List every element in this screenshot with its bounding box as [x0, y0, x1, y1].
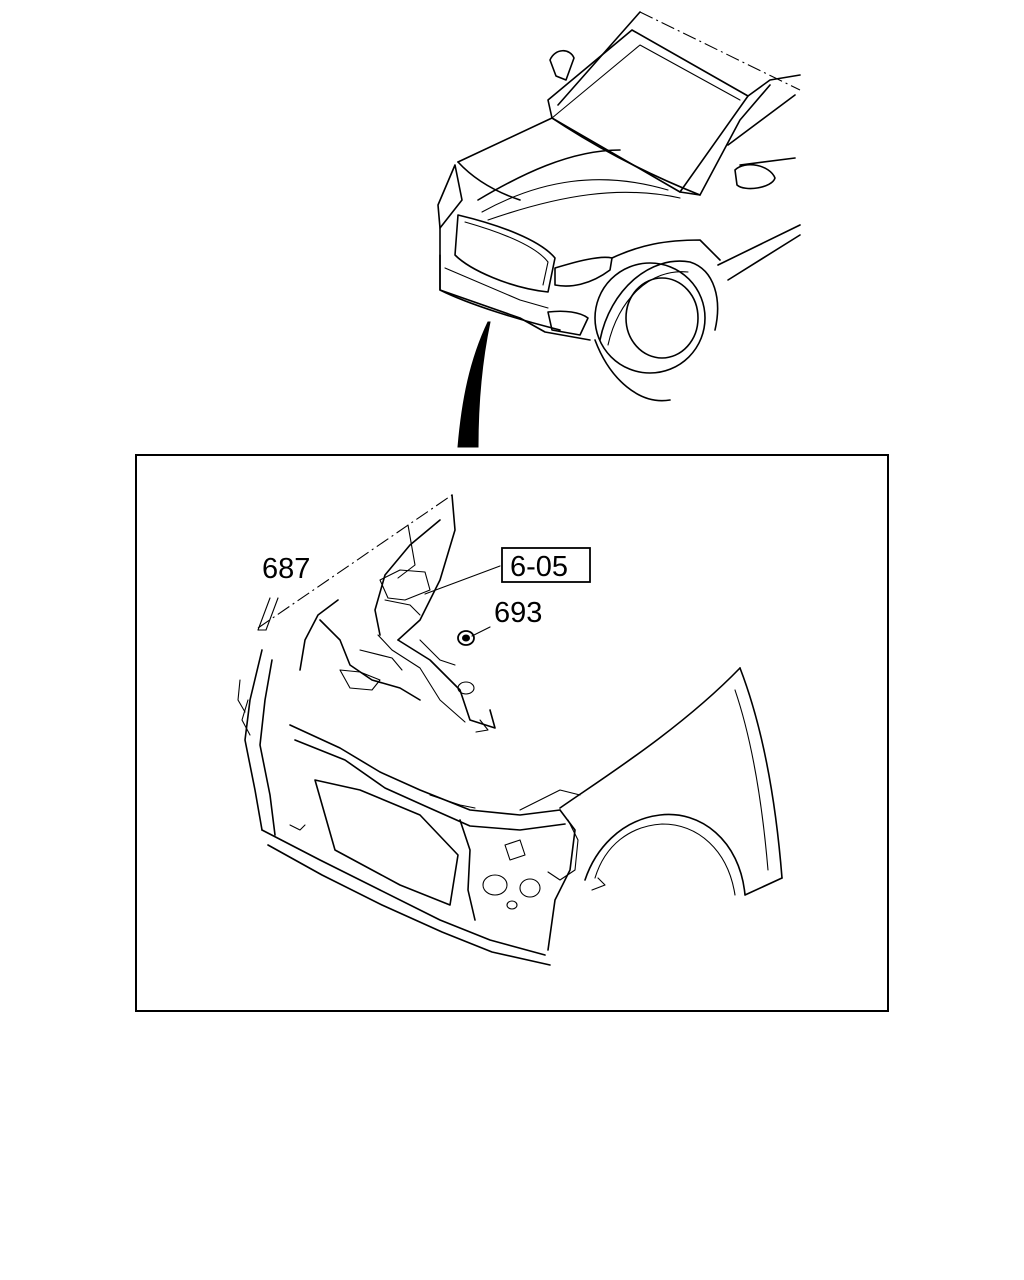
leader-693 — [471, 626, 491, 637]
ref-box-605[interactable] — [501, 547, 591, 583]
detail-pointer-arrow — [457, 321, 491, 448]
detail-frame — [135, 454, 889, 1012]
vehicle-overview — [437, 11, 801, 402]
label-693: 693 — [494, 597, 542, 629]
label-687: 687 — [262, 553, 310, 585]
front-structure-assembly — [237, 494, 783, 966]
leader-687 — [265, 597, 279, 631]
clip-part-693 — [457, 630, 475, 646]
leader-605 — [424, 565, 501, 595]
label-605[interactable]: 6-05 — [510, 551, 568, 583]
